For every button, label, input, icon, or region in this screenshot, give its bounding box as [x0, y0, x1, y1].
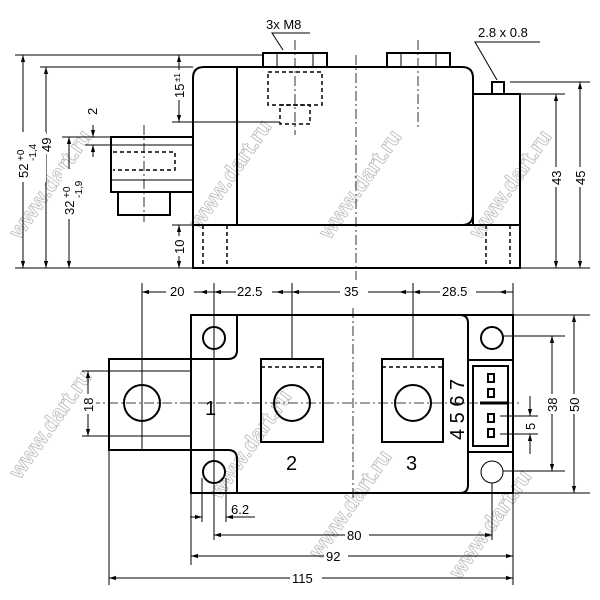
terminal-3-hole — [394, 384, 432, 422]
dim-5: 5 — [523, 423, 538, 430]
terminal-1-tab — [108, 358, 192, 451]
svg-text:www.dart.ru: www.dart.ru — [183, 115, 277, 234]
tab-size-label: 2.8 x 0.8 — [478, 25, 528, 40]
dim-52: 52 +0 -1,4 — [16, 132, 46, 182]
dim-28-5: 28.5 — [442, 284, 467, 299]
module-housing — [192, 66, 474, 226]
svg-text:www.dart.ru: www.dart.ru — [303, 445, 397, 564]
screw-cap-2 — [386, 52, 451, 68]
dim-32: 32 +0 -1,9 — [62, 169, 92, 219]
dim-35: 35 — [344, 284, 358, 299]
svg-text:49: 49 — [39, 138, 54, 152]
dim-15: 15 ±1 — [172, 70, 187, 100]
svg-text:52: 52 — [16, 164, 31, 178]
dim-50: 50 — [567, 394, 582, 414]
dim-20: 20 — [170, 284, 184, 299]
svg-text:10: 10 — [172, 240, 187, 254]
dim-18: 18 — [81, 394, 96, 414]
side-view: 3x M8 2.8 x 0.8 52 +0 -1,4 49 — [15, 17, 590, 280]
svg-text:32: 32 — [62, 201, 77, 215]
thread-label: 3x M8 — [266, 17, 301, 32]
svg-text:-1,9: -1,9 — [74, 180, 85, 198]
svg-text:-1,4: -1,4 — [28, 143, 39, 161]
dim-49: 49 — [39, 134, 54, 154]
terminal-1-label: 1 — [205, 398, 216, 420]
dim-2: 2 — [85, 108, 100, 115]
aux-terminal-labels: 4 5 6 7 — [447, 379, 469, 440]
terminal-3-label: 3 — [406, 453, 417, 475]
dim-115: 115 — [292, 571, 313, 586]
dim-45: 45 — [573, 167, 588, 187]
mount-hole — [480, 326, 504, 350]
dim-6-2: 6.2 — [231, 502, 249, 517]
svg-text:±1: ±1 — [173, 73, 182, 82]
svg-text:18: 18 — [81, 398, 96, 412]
tab-pin — [491, 81, 505, 95]
aux-pins — [480, 373, 508, 438]
dim-38: 38 — [545, 394, 560, 414]
base-plate — [192, 224, 521, 269]
svg-text:+0: +0 — [16, 149, 27, 161]
svg-text:15: 15 — [172, 84, 187, 98]
svg-text:45: 45 — [573, 171, 588, 185]
dim-10: 10 — [172, 236, 187, 256]
svg-text:+0: +0 — [62, 186, 73, 198]
terminal-3-pad — [381, 358, 444, 443]
dim-22-5: 22.5 — [237, 284, 262, 299]
svg-text:50: 50 — [567, 398, 582, 412]
dim-80: 80 — [347, 528, 361, 543]
svg-text:38: 38 — [545, 398, 560, 412]
terminal-2-label: 2 — [286, 453, 297, 475]
svg-text:43: 43 — [549, 171, 564, 185]
dim-92: 92 — [326, 549, 340, 564]
mount-hole — [480, 460, 504, 484]
svg-text:www.dart.ru: www.dart.ru — [3, 365, 97, 484]
top-view: 1 2 3 4 5 6 7 20 22.5 — [81, 282, 590, 586]
dim-43: 43 — [549, 167, 564, 187]
